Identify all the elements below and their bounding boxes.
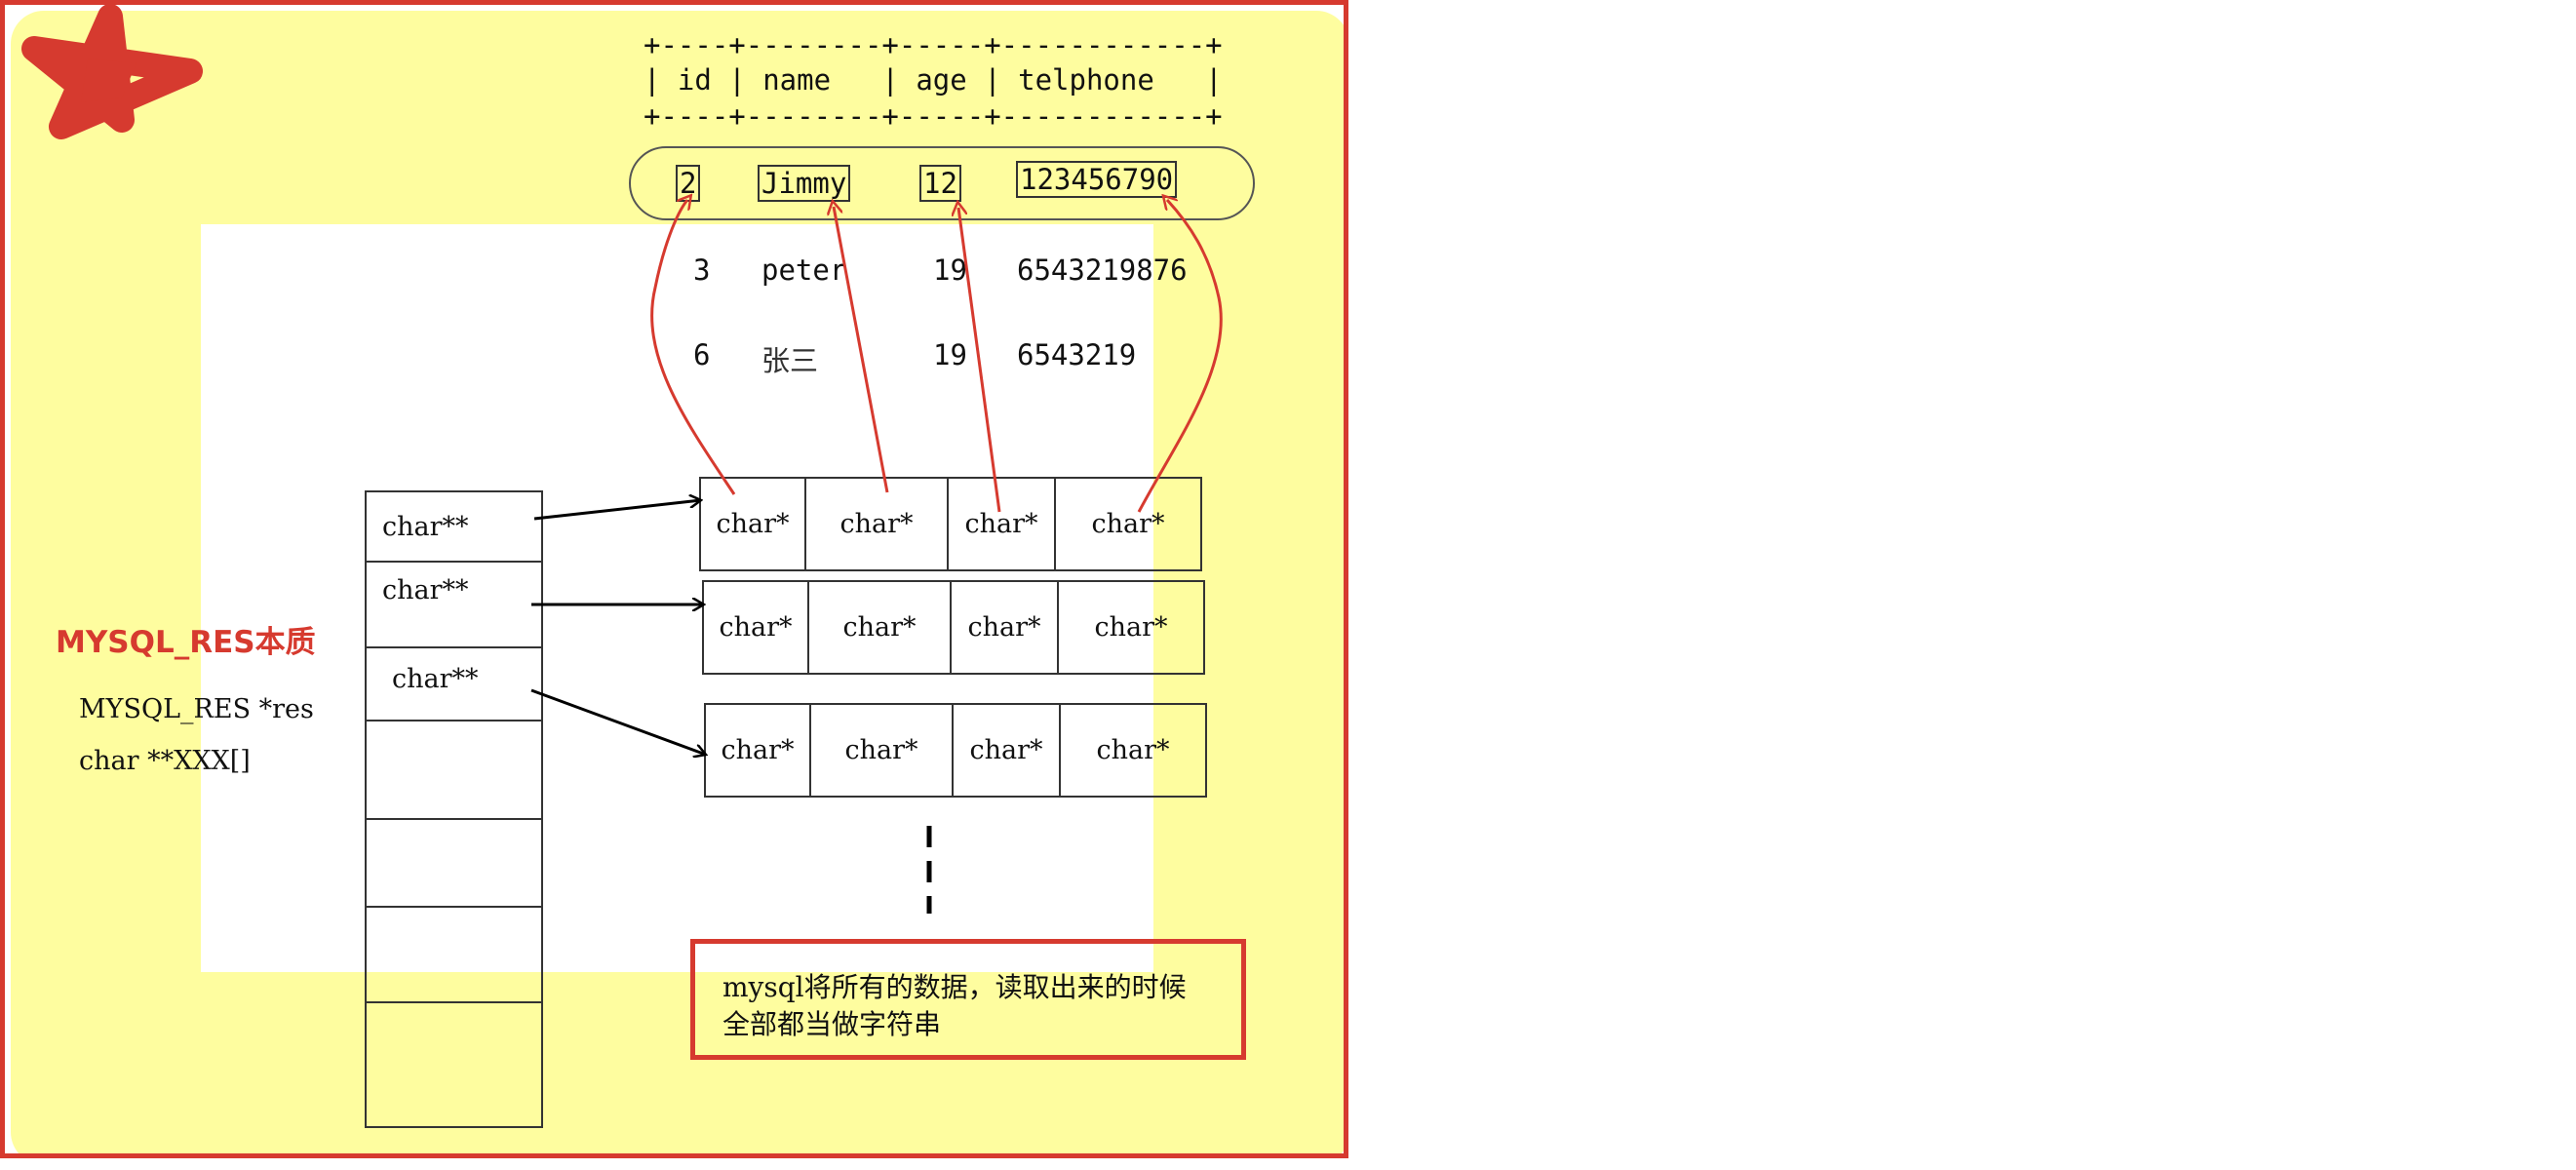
note-line: 全部都当做字符串	[722, 1008, 942, 1040]
row3-age: 19	[933, 338, 967, 371]
char-row: char* char* char* char*	[699, 477, 1202, 571]
note-line: mysql将所有的数据，读取出来的时候	[722, 971, 1187, 1003]
row2-name: peter	[761, 254, 847, 287]
value-arrow-age	[958, 208, 1001, 513]
row2-telphone: 6543219876	[1017, 254, 1188, 287]
row3-name: 张三	[761, 344, 819, 377]
arrow-layer	[530, 5, 1223, 914]
row1-age: 12	[919, 165, 961, 202]
pointer-cell	[365, 1001, 543, 1128]
row3-id: 6	[693, 338, 711, 371]
row2-age: 19	[933, 254, 967, 287]
diagram-frame: +----+--------+-----+------------+ | id …	[0, 0, 1348, 1158]
pointer-array: char** char** char**	[365, 490, 543, 1128]
table-header: | id | name | age | telphone |	[644, 63, 1223, 97]
char-cell: char*	[1054, 477, 1202, 571]
row2-id: 3	[693, 254, 711, 287]
pointer-arrow-1	[533, 500, 701, 521]
code-line-res: MYSQL_RES *res	[79, 694, 314, 724]
selected-row-outline	[629, 146, 1255, 220]
char-row: char* char* char* char*	[704, 703, 1207, 798]
diagram-title: MYSQL_RES本质	[56, 625, 316, 660]
row3-telphone: 6543219	[1017, 338, 1137, 371]
char-row: char* char* char* char*	[702, 580, 1205, 675]
row1-telphone: 123456790	[1016, 161, 1178, 198]
star-logo-icon	[21, 5, 203, 139]
value-arrow-telphone	[1137, 200, 1223, 513]
code-line-array: char **XXX[]	[79, 746, 251, 776]
table-border-top: +----+--------+-----+------------+	[644, 28, 1223, 61]
pointer-arrow-3	[530, 688, 706, 755]
char-cell: char*	[952, 703, 1061, 798]
char-cell: char*	[1057, 580, 1205, 675]
value-arrow-name	[834, 207, 889, 493]
table-border-bottom: +----+--------+-----+------------+	[644, 99, 1223, 133]
char-cell: char*	[1059, 703, 1207, 798]
value-arrow-id	[650, 200, 736, 495]
row1-name: Jimmy	[758, 165, 851, 202]
white-panel	[201, 224, 1153, 972]
note-box: mysql将所有的数据，读取出来的时候 全部都当做字符串	[690, 939, 1246, 1060]
